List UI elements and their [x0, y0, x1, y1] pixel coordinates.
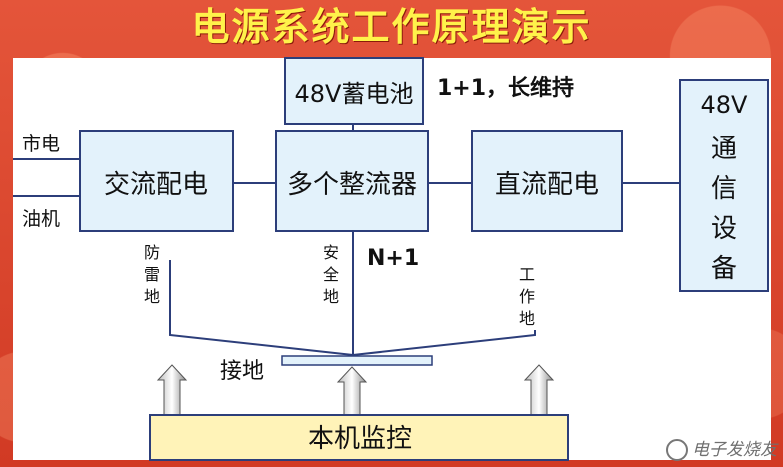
svg-text:工: 工 [519, 265, 535, 284]
equipment-line-1: 48V [701, 91, 749, 119]
connection-lines [13, 124, 680, 356]
battery-redundancy-label: 1+1，长维持 [437, 75, 574, 101]
svg-text:雷: 雷 [144, 265, 160, 284]
watermark: 电子发烧友 [666, 435, 777, 461]
ground-bar [281, 355, 433, 366]
svg-text:地: 地 [323, 287, 339, 306]
rectifiers-label: 多个整流器 [287, 170, 417, 200]
svg-text:作: 作 [519, 287, 535, 306]
equipment-line-4: 设 [711, 214, 737, 244]
equipment-line-5: 备 [711, 254, 737, 284]
ground-label: 接地 [220, 359, 264, 384]
svg-text:全: 全 [323, 265, 339, 284]
equipment-box [679, 79, 769, 292]
watermark-logo-icon [666, 439, 688, 461]
monitor-box [149, 414, 569, 461]
ac-distribution-box [79, 130, 234, 232]
watermark-text: 电子发烧友 [692, 440, 777, 460]
rectifier-redundancy-label: N+1 [367, 246, 419, 271]
mains-label: 市电 [22, 133, 60, 155]
ac-distribution-label: 交流配电 [104, 170, 208, 200]
arrow-up-icon-right [523, 364, 555, 416]
svg-text:防: 防 [144, 243, 160, 262]
safety-ground-label: 安 全 地 [323, 243, 339, 306]
svg-text:地: 地 [144, 287, 160, 306]
svg-text:安: 安 [323, 243, 339, 262]
arrow-up-icon-left [156, 364, 188, 416]
svg-text:地: 地 [519, 309, 535, 328]
page-title: 电源系统工作原理演示 [191, 4, 592, 49]
arrow-up-icon-center [336, 366, 368, 416]
equipment-line-2: 通 [711, 134, 737, 164]
monitor-label: 本机监控 [308, 424, 412, 454]
rectifiers-box [275, 130, 429, 232]
dc-distribution-box [471, 130, 623, 232]
lightning-ground-label: 防 雷 地 [144, 243, 160, 306]
equipment-line-3: 信 [711, 174, 737, 204]
dc-distribution-label: 直流配电 [495, 170, 599, 200]
battery-box [284, 57, 424, 125]
generator-label: 油机 [22, 208, 60, 230]
battery-label: 48V蓄电池 [295, 80, 414, 108]
working-ground-label: 工 作 地 [519, 265, 535, 328]
